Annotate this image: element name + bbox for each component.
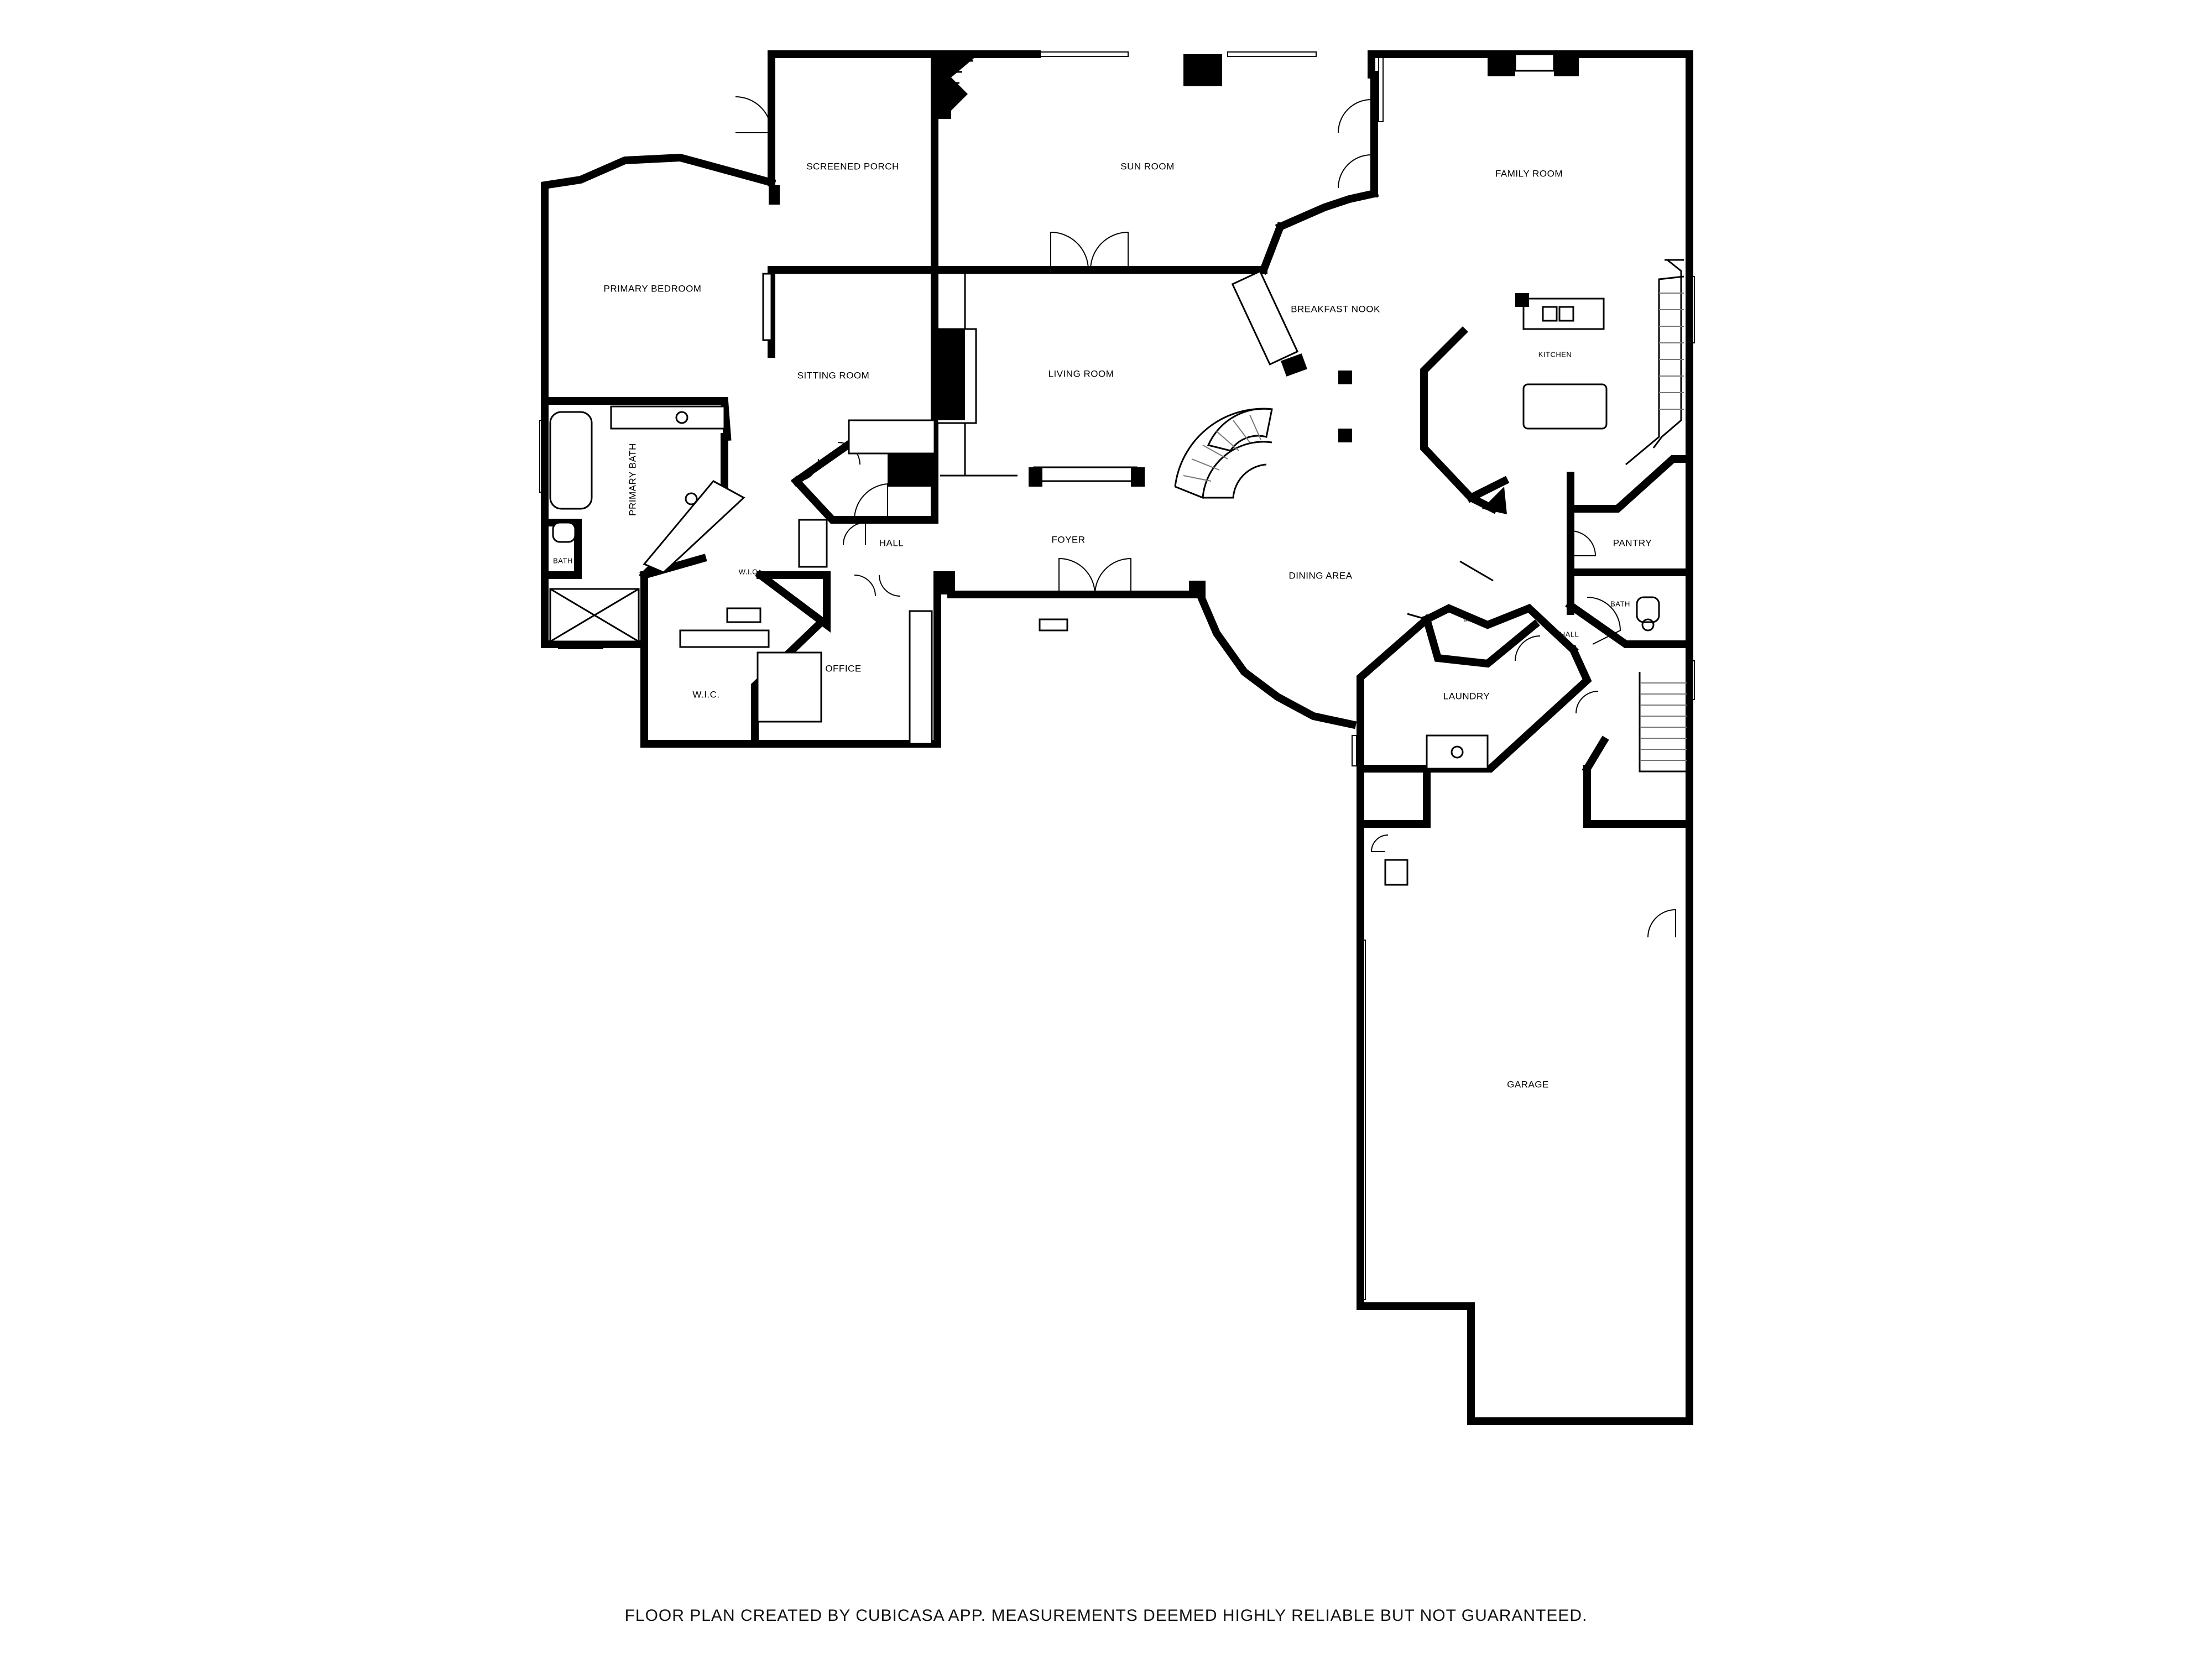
bathtub-icon — [549, 411, 593, 510]
room-label-pantry: PANTRY — [1613, 538, 1652, 548]
room-label-kitchen: KITCHEN — [1538, 350, 1572, 358]
room-label-laundry: LAUNDRY — [1443, 691, 1490, 701]
kitchen-sink-counter — [1522, 298, 1605, 330]
room-label-office: OFFICE — [825, 663, 861, 674]
vanity-counter — [610, 405, 726, 430]
room-label-wic-lower: W.I.C. — [692, 689, 719, 700]
room-label-family-room: FAMILY ROOM — [1495, 168, 1563, 179]
room-label-sitting-room: SITTING ROOM — [797, 370, 870, 380]
fireplaces-columns — [769, 53, 1579, 597]
room-label-sun-room: SUN ROOM — [1120, 161, 1175, 171]
room-label-bath-right: BATH — [1610, 599, 1630, 608]
room-label-breakfast-nook: BREAKFAST NOOK — [1291, 304, 1380, 314]
room-label-foyer: FOYER — [1051, 534, 1085, 545]
room-label-bar: BAR — [1463, 614, 1479, 623]
room-label-garage: GARAGE — [1507, 1079, 1549, 1089]
room-label-dining-area: DINING AREA — [1288, 570, 1352, 581]
room-label-bath-left: BATH — [553, 556, 573, 565]
fireplace-icon — [937, 56, 976, 119]
kitchen-island — [1522, 383, 1608, 430]
toilet-icon — [552, 521, 576, 543]
room-label-living-room: LIVING ROOM — [1048, 368, 1114, 379]
room-labels: SCREENED PORCH SUN ROOM FAMILY ROOM PRIM… — [553, 161, 1652, 1089]
fixtures — [549, 270, 1660, 886]
room-label-wic-upper: W.I.C. — [739, 567, 760, 576]
room-label-hall-left: HALL — [879, 538, 904, 548]
room-label-primary-bedroom: PRIMARY BEDROOM — [604, 283, 702, 294]
staircase — [1174, 275, 1688, 773]
room-label-primary-bath: PRIMARY BATH — [627, 443, 638, 516]
walls — [541, 50, 1693, 1425]
office-shelf — [909, 610, 933, 745]
doors — [735, 96, 1676, 938]
room-label-hall-right: HALL — [1560, 630, 1579, 638]
floor-plan-caption: FLOOR PLAN CREATED BY CUBICASA APP. MEAS… — [624, 1606, 1588, 1625]
room-label-screened-porch: SCREENED PORCH — [806, 161, 899, 171]
